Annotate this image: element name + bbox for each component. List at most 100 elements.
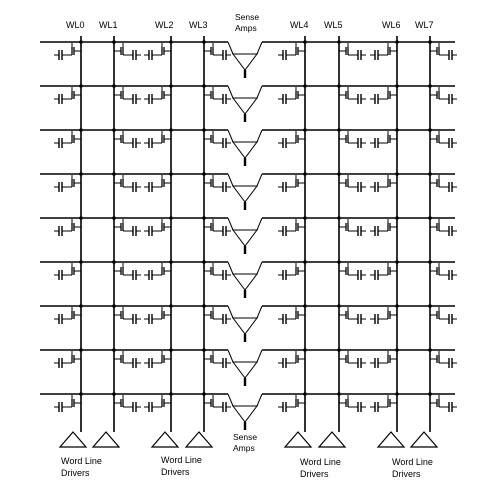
junction-dot-6-5 [337, 304, 341, 308]
wl7-label: WL7 [415, 20, 434, 30]
junction-dot-6-0 [79, 304, 83, 308]
junction-dot-7-4 [303, 348, 307, 352]
junction-dot-3-3 [202, 172, 206, 176]
word-line-driver-1 [91, 431, 121, 448]
junction-dot-2-7 [428, 128, 432, 132]
junction-dot-5-0 [79, 260, 83, 264]
sense-amp-6 [232, 317, 258, 335]
junction-dot-1-6 [395, 84, 399, 88]
wl6-label: WL6 [382, 20, 401, 30]
junction-dot-1-4 [303, 84, 307, 88]
sense-amp-input-right-4 [256, 217, 263, 231]
junction-dot-4-1 [112, 216, 116, 220]
junction-dot-3-0 [79, 172, 83, 176]
junction-dot-4-4 [303, 216, 307, 220]
sense-amp-input-right-0 [256, 41, 263, 55]
junction-dot-5-7 [428, 260, 432, 264]
word-line-driver-7 [409, 431, 439, 448]
junction-dot-5-2 [169, 260, 173, 264]
junction-dot-8-6 [395, 392, 399, 396]
driver-group-0-label-line2: Drivers [61, 468, 90, 478]
driver-group-3-label-line1: Word Line [392, 457, 433, 467]
junction-dot-3-5 [337, 172, 341, 176]
junction-dot-0-0 [79, 40, 83, 44]
sense-amp-input-left-3 [227, 173, 234, 187]
junction-dot-7-0 [79, 348, 83, 352]
sense-amp-input-right-1 [256, 85, 263, 99]
sense-amp-0 [232, 53, 258, 71]
sense-amp-input-right-3 [256, 173, 263, 187]
sense-amp-input-left-2 [227, 129, 234, 143]
junction-dot-2-4 [303, 128, 307, 132]
junction-dot-0-7 [428, 40, 432, 44]
sense-amps-top-label-2: Amps [235, 23, 257, 33]
sense-amp-7 [232, 361, 258, 379]
junction-dot-1-7 [428, 84, 432, 88]
junction-dot-6-2 [169, 304, 173, 308]
junction-dot-3-2 [169, 172, 173, 176]
junction-dot-4-6 [395, 216, 399, 220]
driver-group-0-label-line1: Word Line [61, 456, 102, 466]
sense-amp-8 [232, 405, 258, 423]
sense-amp-1 [232, 97, 258, 115]
sense-amp-input-left-8 [227, 393, 234, 407]
sense-amp-input-right-5 [256, 261, 263, 275]
junction-dot-6-1 [112, 304, 116, 308]
junction-dot-2-3 [202, 128, 206, 132]
sense-amp-input-left-0 [227, 41, 234, 55]
junction-dot-7-5 [337, 348, 341, 352]
junction-dot-8-7 [428, 392, 432, 396]
junction-dot-7-7 [428, 348, 432, 352]
junction-dot-2-0 [79, 128, 83, 132]
driver-group-2-label-line1: Word Line [300, 457, 341, 467]
junction-dot-1-0 [79, 84, 83, 88]
word-line-driver-5 [317, 431, 347, 448]
junction-dot-4-0 [79, 216, 83, 220]
junction-dot-5-4 [303, 260, 307, 264]
junction-dot-0-4 [303, 40, 307, 44]
junction-dot-2-6 [395, 128, 399, 132]
wl3-label: WL3 [189, 20, 208, 30]
junction-dot-4-5 [337, 216, 341, 220]
sense-amps-bottom-label-1: Sense [233, 432, 257, 442]
junction-dot-0-3 [202, 40, 206, 44]
sense-amp-5 [232, 273, 258, 291]
sense-amp-input-right-7 [256, 349, 263, 363]
junction-dot-8-2 [169, 392, 173, 396]
sense-amps-top-label-1: Sense [235, 12, 259, 22]
wl2-label: WL2 [155, 20, 174, 30]
junction-dot-6-7 [428, 304, 432, 308]
junction-dot-1-2 [169, 84, 173, 88]
junction-dot-0-6 [395, 40, 399, 44]
sense-amp-2 [232, 141, 258, 159]
sense-amps-bottom-label-2: Amps [233, 443, 255, 453]
sense-amp-input-right-6 [256, 305, 263, 319]
wl1-label: WL1 [99, 20, 118, 30]
junction-dot-7-1 [112, 348, 116, 352]
junction-dot-0-5 [337, 40, 341, 44]
junction-dot-3-1 [112, 172, 116, 176]
junction-dot-0-2 [169, 40, 173, 44]
sense-amp-input-right-2 [256, 129, 263, 143]
driver-group-1-label-line1: Word Line [161, 455, 202, 465]
junction-dot-8-3 [202, 392, 206, 396]
junction-dot-2-2 [169, 128, 173, 132]
junction-dot-4-7 [428, 216, 432, 220]
word-line-driver-2 [150, 431, 180, 448]
junction-dot-1-3 [202, 84, 206, 88]
word-line-driver-0 [58, 431, 88, 448]
junction-dot-3-6 [395, 172, 399, 176]
junction-dot-5-3 [202, 260, 206, 264]
word-line-driver-6 [376, 431, 406, 448]
junction-dot-2-5 [337, 128, 341, 132]
junction-dot-6-6 [395, 304, 399, 308]
junction-dot-4-3 [202, 216, 206, 220]
word-line-driver-3 [184, 431, 214, 448]
driver-group-3-label-line2: Drivers [392, 469, 421, 479]
junction-dot-7-6 [395, 348, 399, 352]
sense-amp-4 [232, 229, 258, 247]
junction-dot-8-4 [303, 392, 307, 396]
sense-amp-input-left-1 [227, 85, 234, 99]
junction-dot-8-5 [337, 392, 341, 396]
junction-dot-0-1 [112, 40, 116, 44]
